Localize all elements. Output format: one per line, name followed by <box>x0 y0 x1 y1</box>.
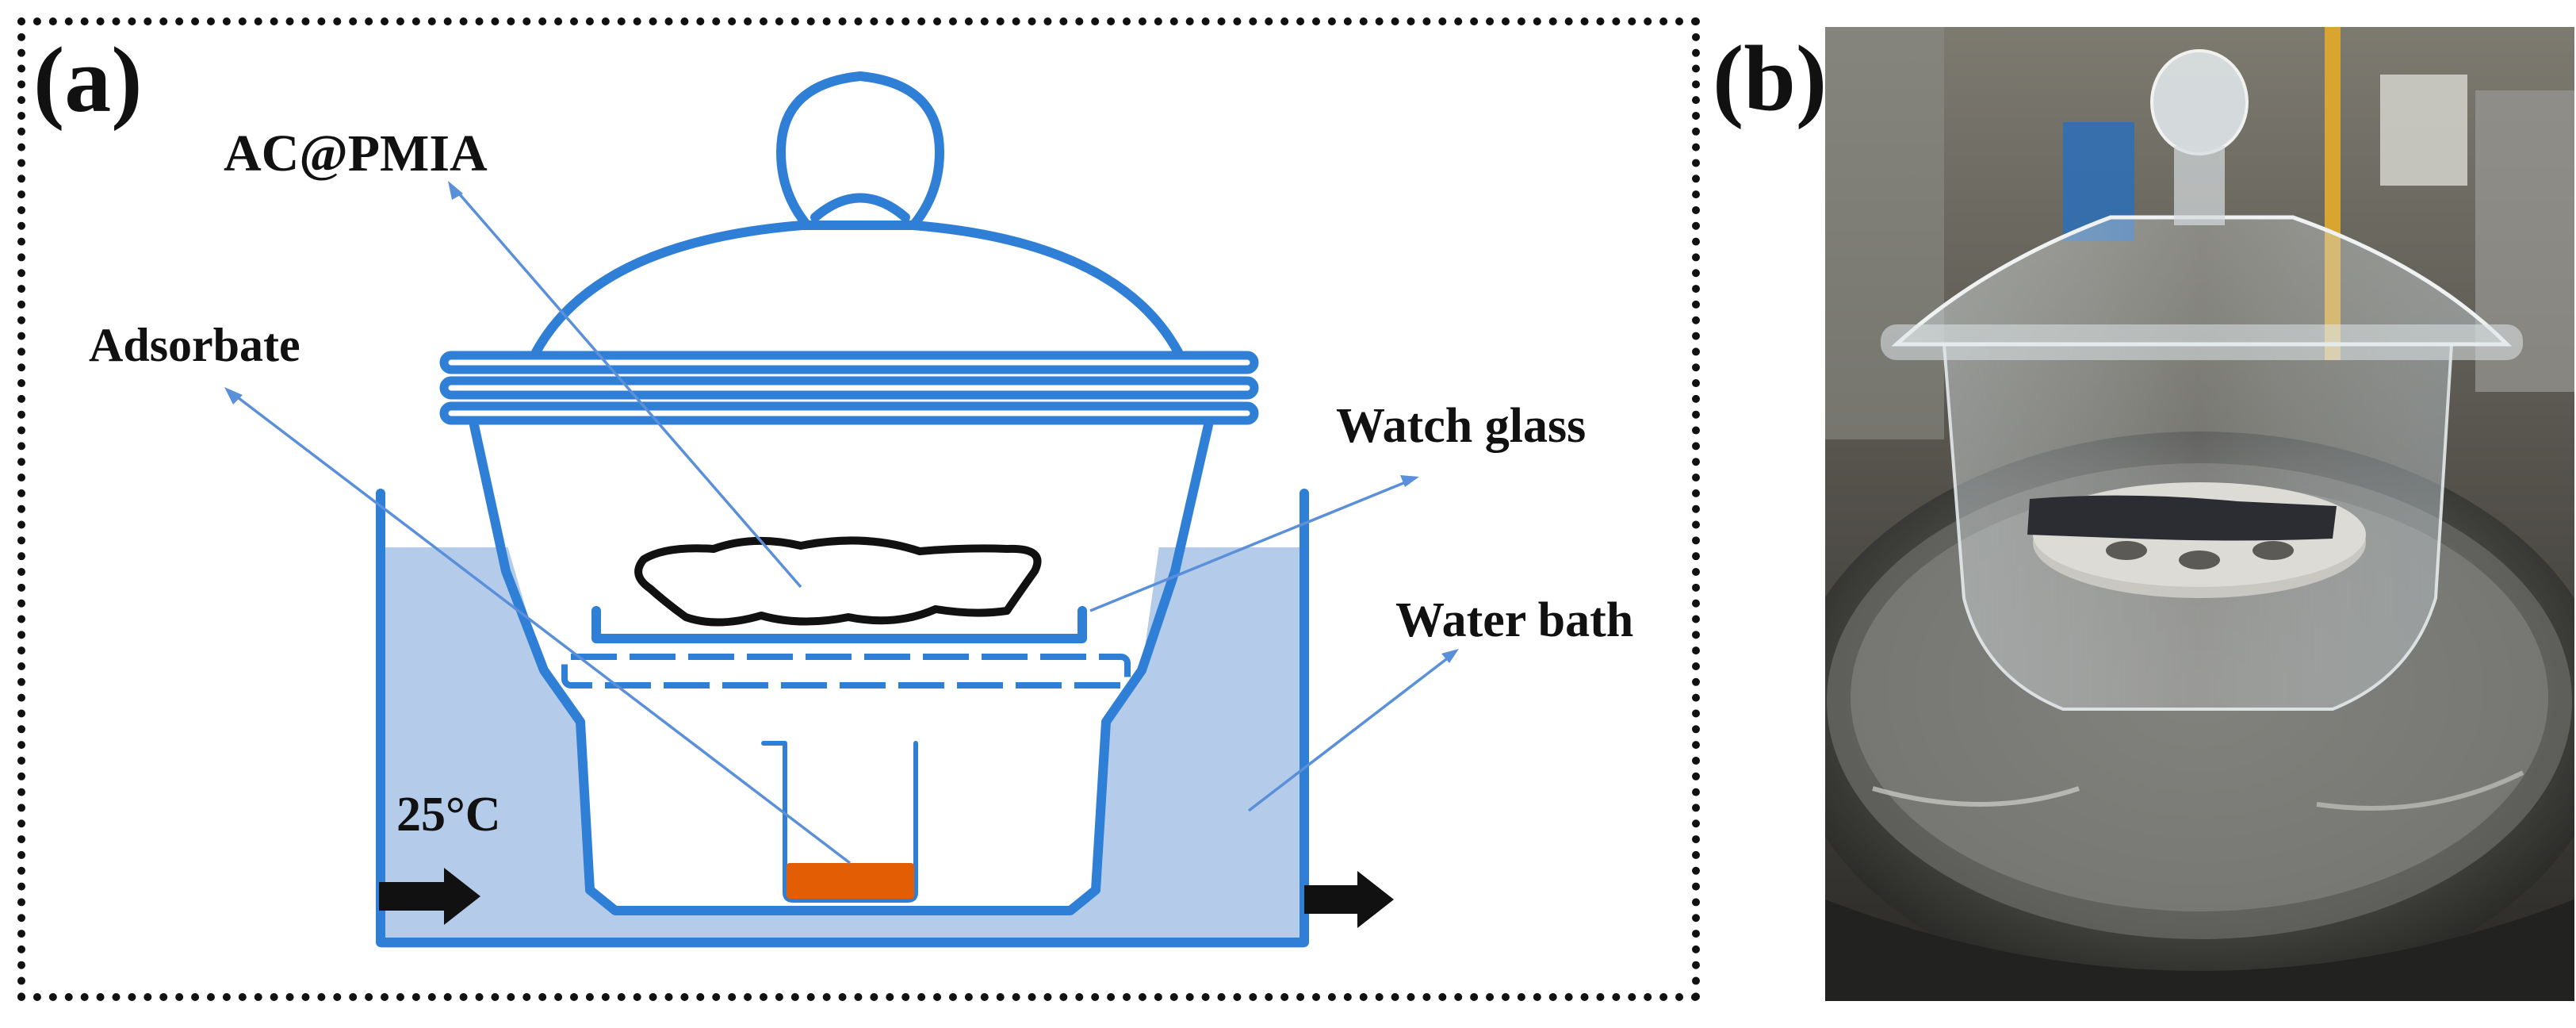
panel-b-label: (b) <box>1713 26 1828 130</box>
pointer-ac-pmia-head <box>448 181 463 200</box>
pointer-watch-glass <box>1089 478 1412 612</box>
temperature-label: 25°C <box>396 788 501 842</box>
panel-a-frame <box>17 17 1700 1001</box>
pointer-water-bath <box>1247 653 1454 812</box>
desiccator-photo <box>1825 27 2574 1001</box>
water-bath-container <box>376 489 1309 947</box>
watch-glass-label: Watch glass <box>1336 399 1586 453</box>
photo-illustration <box>1825 27 2574 1001</box>
pointer-ac-pmia <box>452 186 802 589</box>
pointer-water-bath-head <box>1441 649 1459 663</box>
ac-pmia-label: AC@PMIA <box>224 125 488 182</box>
inflow-arrow <box>379 868 480 925</box>
pointer-watch-glass-head <box>1400 475 1419 487</box>
small-beaker <box>761 741 918 903</box>
desiccator-lid <box>531 221 1183 357</box>
lid-rim-middle <box>439 376 1259 400</box>
perforated-plate <box>561 654 1131 689</box>
adsorbate-liquid <box>787 863 914 899</box>
outflow-arrow <box>1304 871 1394 928</box>
ac-pmia-sample <box>634 536 1042 627</box>
water-bath-label: Water bath <box>1395 593 1633 647</box>
adsorbate-label: Adsorbate <box>89 319 300 371</box>
pointer-adsorbate-head <box>224 387 243 405</box>
panel-a-label: (a) <box>33 28 143 132</box>
lid-knob-neck <box>810 193 910 222</box>
pointer-adsorbate <box>230 391 852 865</box>
lid-rim-bottom <box>439 401 1259 425</box>
desiccator-body <box>469 420 1213 915</box>
lid-rim-top <box>439 351 1259 374</box>
watch-glass-tray <box>591 606 1087 643</box>
lid-knob <box>776 71 944 230</box>
